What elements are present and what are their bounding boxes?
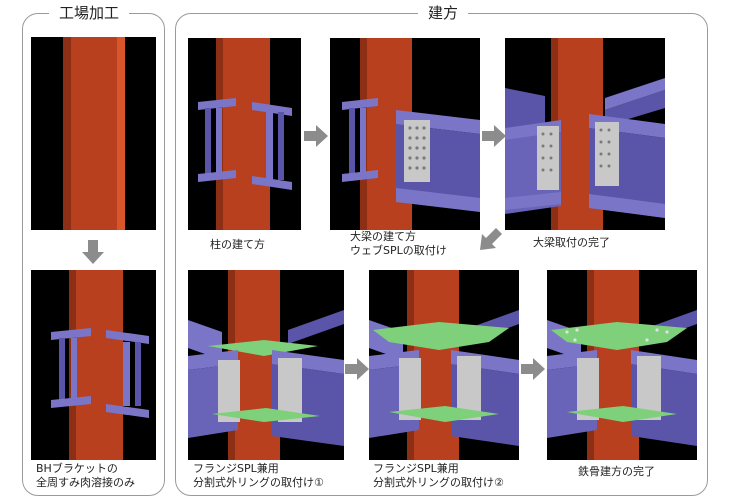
beam-complete-image — [505, 38, 665, 230]
caption-bh-bracket: BHブラケットの 全周すみ肉溶接のみ — [36, 462, 135, 489]
factory-column-image — [31, 37, 156, 230]
caption-flange-ring-step1: フランジSPL兼用 分割式外リングの取付け① — [193, 462, 324, 489]
right-arrow-icon — [345, 358, 369, 384]
column-erection-image — [188, 38, 301, 230]
beam-erection-image — [330, 38, 480, 230]
caption-beam-erection: 大梁の建て方 ウェブSPLの取付け — [350, 230, 447, 257]
caption-beam-complete: 大梁取付の完了 — [533, 236, 610, 249]
right-arrow-icon — [482, 125, 506, 151]
down-left-arrow-icon — [478, 228, 502, 256]
caption-column-erection: 柱の建て方 — [210, 238, 265, 251]
right-arrow-icon — [304, 125, 328, 151]
right-arrow-icon — [521, 358, 545, 384]
factory-section-title: 工場加工 — [49, 4, 130, 22]
bh-bracket-image — [31, 270, 156, 460]
steel-erection-complete-image — [547, 270, 697, 460]
erection-section-title: 建方 — [418, 4, 469, 22]
flange-ring-step1-image — [188, 270, 344, 460]
caption-flange-ring-step2: フランジSPL兼用 分割式外リングの取付け② — [373, 462, 504, 489]
flange-ring-step2-image — [369, 270, 519, 460]
caption-steel-erection-complete: 鉄骨建方の完了 — [578, 465, 655, 478]
down-arrow-icon — [82, 240, 104, 268]
